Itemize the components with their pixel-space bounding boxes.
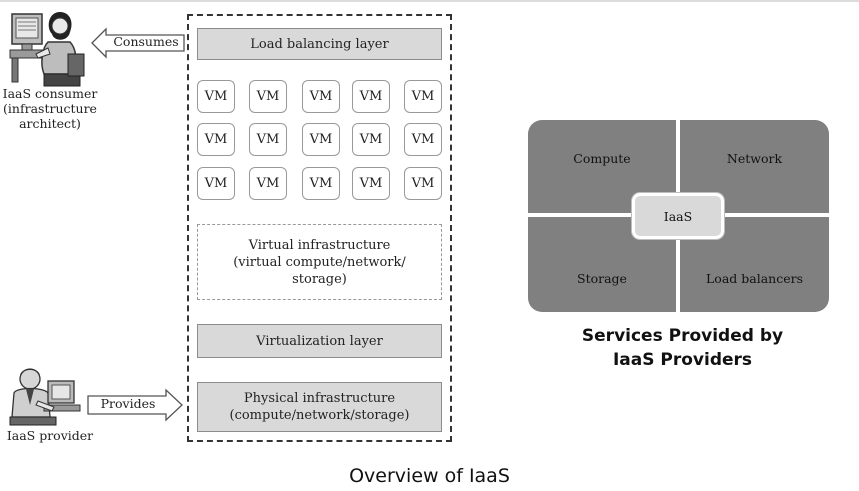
load-balancers-label: Load balancers — [706, 271, 803, 286]
consumer-label-line: architect) — [19, 116, 81, 131]
services-caption-line: IaaS Providers — [612, 350, 753, 370]
vm-box: VM — [352, 80, 390, 113]
provides-label: Provides — [100, 396, 156, 411]
virtual-infrastructure-box: Virtual infrastructure (virtual compute/… — [197, 224, 442, 300]
virtual-infra-line: Virtual infrastructure — [248, 237, 391, 253]
network-label: Network — [726, 151, 783, 166]
virtual-infra-line: (virtual compute/network/ — [233, 254, 406, 270]
vm-box: VM — [404, 123, 442, 156]
vm-box: VM — [352, 123, 390, 156]
provides-arrow: Provides — [86, 388, 184, 422]
vm-box: VM — [352, 167, 390, 200]
virtualization-layer: Virtualization layer — [197, 324, 442, 358]
vm-box: VM — [404, 80, 442, 113]
top-divider — [0, 0, 859, 2]
physical-infra-line: (compute/network/storage) — [229, 408, 410, 423]
services-caption: Services Provided by IaaS Providers — [540, 324, 825, 372]
storage-label: Storage — [577, 271, 627, 286]
vm-box: VM — [404, 167, 442, 200]
vm-box: VM — [249, 80, 287, 113]
consumer-label: IaaS consumer (infrastructure architect) — [2, 86, 98, 131]
services-caption-line: Services Provided by — [581, 326, 784, 346]
provider-label: IaaS provider — [6, 428, 94, 443]
compute-label: Compute — [573, 151, 631, 166]
vm-box: VM — [302, 167, 340, 200]
consumes-arrow: Consumes — [90, 27, 186, 59]
vm-box: VM — [302, 123, 340, 156]
physical-infra-line: Physical infrastructure — [243, 391, 396, 406]
vm-box: VM — [302, 80, 340, 113]
provider-person-icon — [8, 365, 82, 427]
consumer-label-line: IaaS consumer — [2, 86, 98, 101]
virtual-infra-line: storage) — [292, 271, 347, 287]
vm-box: VM — [249, 123, 287, 156]
load-balancing-layer: Load balancing layer — [197, 28, 442, 60]
compute-quadrant: Compute — [528, 120, 676, 213]
vm-grid: VM VM VM VM VM VM VM VM VM VM VM VM VM VM VM — [197, 80, 442, 200]
iaas-center-box: IaaS — [632, 193, 724, 239]
consumer-label-line: (infrastructure — [3, 101, 97, 116]
vm-box: VM — [197, 167, 235, 200]
physical-infrastructure-layer: Physical infrastructure (compute/network… — [197, 382, 442, 432]
consumes-label: Consumes — [113, 34, 179, 49]
figure-caption: Overview of IaaS — [349, 465, 510, 487]
vm-box: VM — [197, 80, 235, 113]
vm-box: VM — [249, 167, 287, 200]
consumer-person-icon — [8, 8, 90, 90]
vm-box: VM — [197, 123, 235, 156]
